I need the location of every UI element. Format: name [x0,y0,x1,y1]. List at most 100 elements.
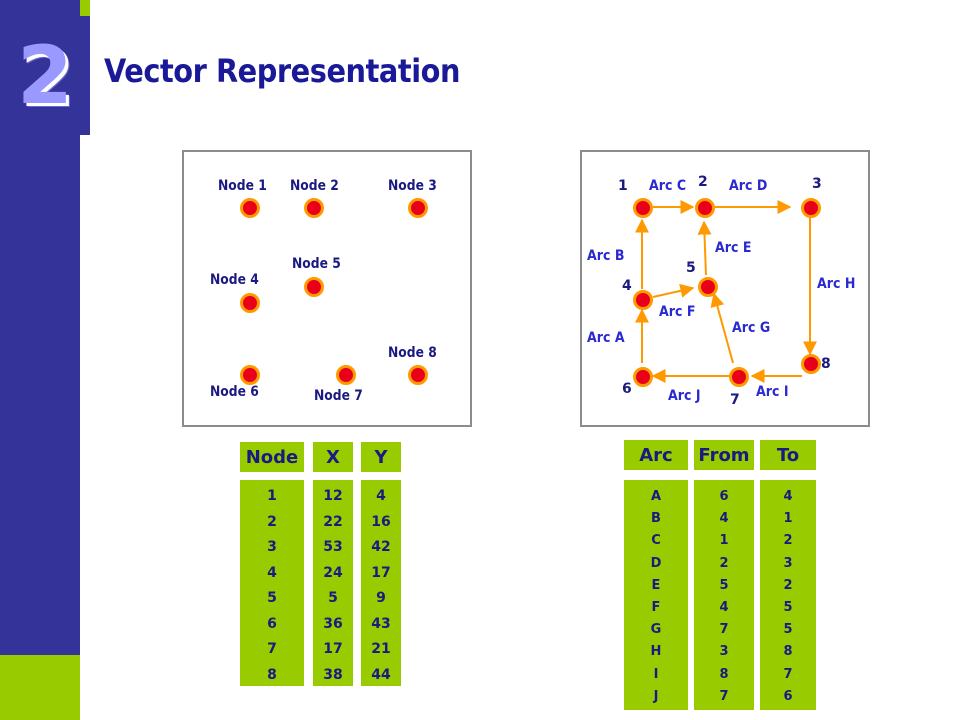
arc-label-j: Arc J [668,388,701,404]
y-cell: 43 [371,615,391,632]
arc-point-1 [633,198,653,218]
from-cell: 8 [719,666,729,682]
arc-point-num-7: 7 [730,392,740,408]
y-cell: 16 [371,513,391,530]
arc-label-i: Arc I [756,384,789,400]
x-cell: 22 [323,513,343,530]
from-cell: 2 [719,555,729,571]
x-cell: 5 [328,590,338,606]
to-cell: 2 [783,533,793,549]
arc-point-3 [801,198,821,218]
from-cell: 6 [719,489,729,504]
y-cell: 17 [371,564,391,581]
y-cell: 42 [371,539,391,555]
arc-cell: A [650,489,662,504]
node-cell: 5 [267,590,277,606]
arc-cell: H [650,644,662,660]
node-cell: 6 [267,615,277,632]
to-cell: 6 [783,688,793,704]
to-cell: 4 [783,489,793,504]
to-cell: 5 [783,622,793,638]
y-cell: 9 [376,590,386,606]
slide-number-box [0,16,90,135]
x-cell: 38 [323,666,343,683]
arc-line-f [652,283,695,298]
from-cell: 5 [719,577,729,593]
to-cell: 8 [783,644,793,660]
from-cell: 4 [719,600,729,616]
arc-cell: E [651,577,661,593]
x-cell: 12 [323,488,343,504]
arc-cell: J [653,688,659,704]
node-cell: 8 [267,666,277,683]
node-label-8: Node 8 [388,345,437,361]
node-label-1: Node 1 [218,178,267,194]
arc-label-e: Arc E [715,240,752,256]
arc-cell: D [650,555,662,571]
arc-table-header-to: To [760,440,816,470]
from-cell: 7 [719,688,729,704]
node-point-3 [408,198,428,218]
arc-point-2 [695,198,715,218]
arc-label-g: Arc G [732,320,771,336]
arc-arrows [635,200,817,383]
node-label-2: Node 2 [290,178,339,194]
slide-number: 2 [17,29,73,122]
arc-point-num-5: 5 [686,260,696,276]
node-label-4: Node 4 [210,272,259,288]
to-cell: 2 [783,577,793,593]
from-cell: 4 [719,511,729,527]
arc-point-5 [698,277,718,297]
node-point-6 [240,365,260,385]
node-table-header-y: Y [361,442,401,472]
arc-cell: G [650,622,662,638]
to-cell: 1 [783,511,793,527]
y-cell: 21 [371,641,391,657]
y-cell: 44 [371,666,391,683]
arc-cell: F [651,600,661,616]
x-cell: 53 [323,539,343,555]
arc-point-8 [801,354,821,374]
arc-point-7 [729,367,749,387]
to-cell: 3 [783,555,793,571]
arc-table-header-arc: Arc [624,440,688,470]
arc-point-num-4: 4 [622,278,632,294]
node-cell: 2 [267,513,277,530]
node-cell: 1 [267,488,277,504]
node-table-col-node: 1 2 3 4 5 6 7 8 [240,480,304,686]
from-cell: 7 [719,622,729,638]
slide-title: Vector Representation [104,52,461,90]
node-point-5 [304,277,324,297]
arc-cell: C [651,533,661,549]
x-cell: 17 [323,641,343,657]
to-cell: 7 [783,666,793,682]
arc-table-col-from: 6 4 1 2 5 4 7 3 8 7 [694,480,754,710]
node-point-1 [240,198,260,218]
x-cell: 36 [323,615,343,632]
arc-label-d: Arc D [729,178,768,194]
nodes-panel: Node 1 Node 2 Node 3 Node 4 Node 5 Node … [182,150,472,427]
node-cell: 3 [267,539,277,555]
arc-line-g [710,292,734,364]
arc-point-num-1: 1 [618,178,628,194]
arc-label-b: Arc B [587,248,625,264]
arc-cell: I [653,666,659,682]
arc-table-header-from: From [694,440,754,470]
sidebar-green-footer [0,655,80,720]
arc-point-num-6: 6 [622,381,632,397]
from-cell: 3 [719,644,729,660]
arc-line-e [697,220,712,276]
arc-point-4 [633,290,653,310]
arc-cell: B [651,511,661,527]
node-point-2 [304,198,324,218]
node-table-col-y: 4 16 42 17 9 43 21 44 [361,480,401,686]
to-cell: 5 [783,600,793,616]
x-cell: 24 [323,564,343,581]
arc-label-c: Arc C [649,178,687,194]
arc-label-a: Arc A [587,330,625,346]
node-point-8 [408,365,428,385]
y-cell: 4 [376,488,386,504]
node-label-7: Node 7 [314,388,363,404]
arc-table-col-to: 4 1 2 3 2 5 5 8 7 6 [760,480,816,710]
arc-point-6 [633,367,653,387]
